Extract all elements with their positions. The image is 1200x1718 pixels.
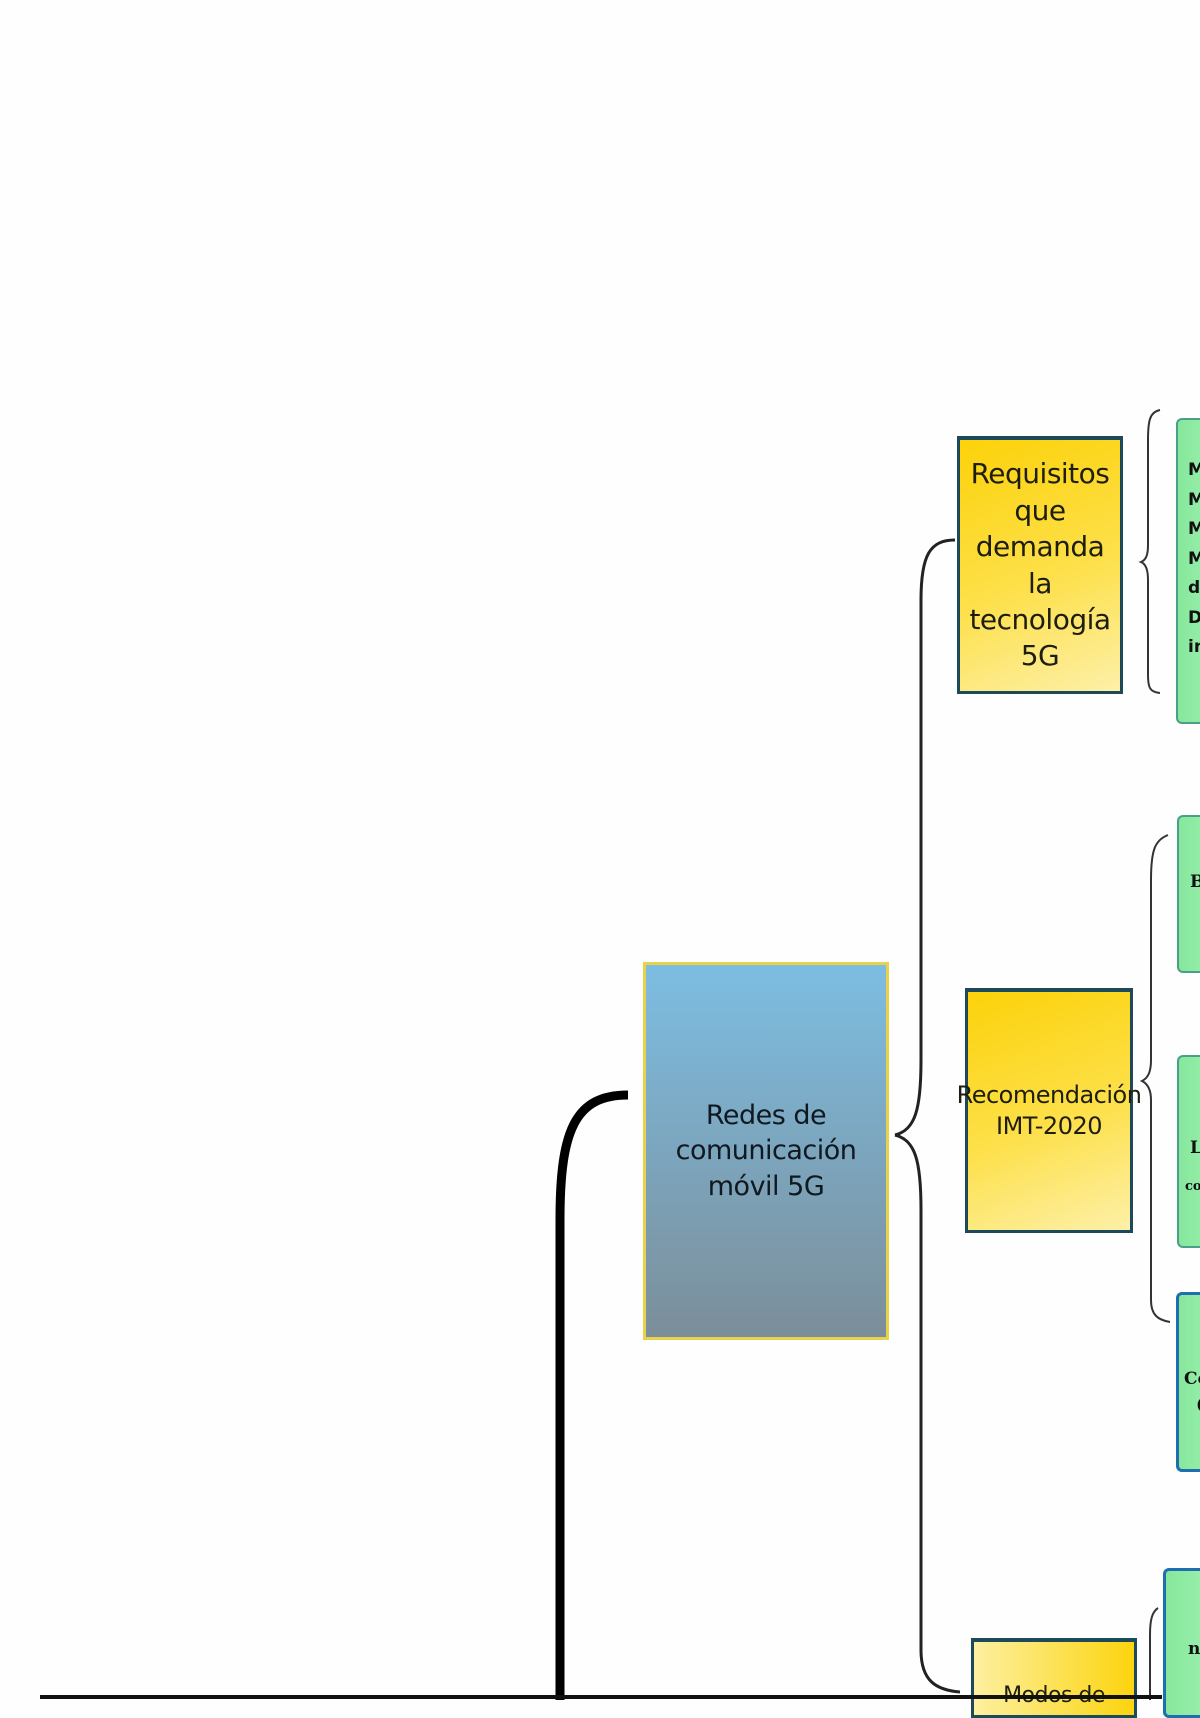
- leaf-node-requisitos[interactable]: M M M M d D in: [1176, 418, 1200, 724]
- branch-connector-requisitos: [894, 538, 956, 1137]
- branch-node-recomendacion[interactable]: Recomendación IMT-2020: [957, 988, 1142, 1233]
- branch-node-requisitos[interactable]: Requisitos que demanda la tecnología 5G: [957, 436, 1123, 694]
- leaf-text: n: [1188, 1639, 1200, 1659]
- leaf-text: M: [1188, 456, 1200, 486]
- leaf-node-recomendacion-3[interactable]: Co (: [1176, 1292, 1200, 1472]
- leaf-node-recomendacion-1[interactable]: B: [1177, 815, 1200, 973]
- leaf-text: Co: [1184, 1369, 1200, 1389]
- leaf-text: co: [1185, 1179, 1200, 1194]
- branch-title: Recomendación IMT-2020: [956, 1080, 1142, 1140]
- leaf-node-recomendacion-2[interactable]: L co: [1177, 1055, 1200, 1248]
- leaf-text: B: [1190, 872, 1200, 892]
- branch-node-modos[interactable]: Modos de: [971, 1638, 1137, 1718]
- leaf-text: M: [1188, 486, 1200, 516]
- leaf-text: M: [1188, 515, 1200, 545]
- leaf-text: D: [1188, 604, 1200, 634]
- leaf-text: in: [1188, 637, 1200, 657]
- leaf-text: M: [1188, 545, 1200, 575]
- branch-title: Requisitos que demanda la tecnología 5G: [969, 457, 1111, 673]
- leaf-text: (: [1184, 1392, 1200, 1418]
- root-connector: [555, 1090, 629, 1700]
- brace-modos: [1149, 1607, 1159, 1700]
- leaf-text: L: [1190, 1119, 1200, 1177]
- branch-connector-modos: [894, 1133, 961, 1694]
- leaf-text: d: [1188, 578, 1200, 598]
- brace-requisitos: [1138, 409, 1161, 694]
- brace-recomendacion: [1139, 834, 1171, 1323]
- leaf-node-modos[interactable]: n: [1163, 1568, 1200, 1718]
- central-title: Redes de comunicación móvil 5G: [675, 1100, 857, 1202]
- bottom-rule: [40, 1695, 1162, 1699]
- central-node[interactable]: Redes de comunicación móvil 5G: [643, 962, 889, 1340]
